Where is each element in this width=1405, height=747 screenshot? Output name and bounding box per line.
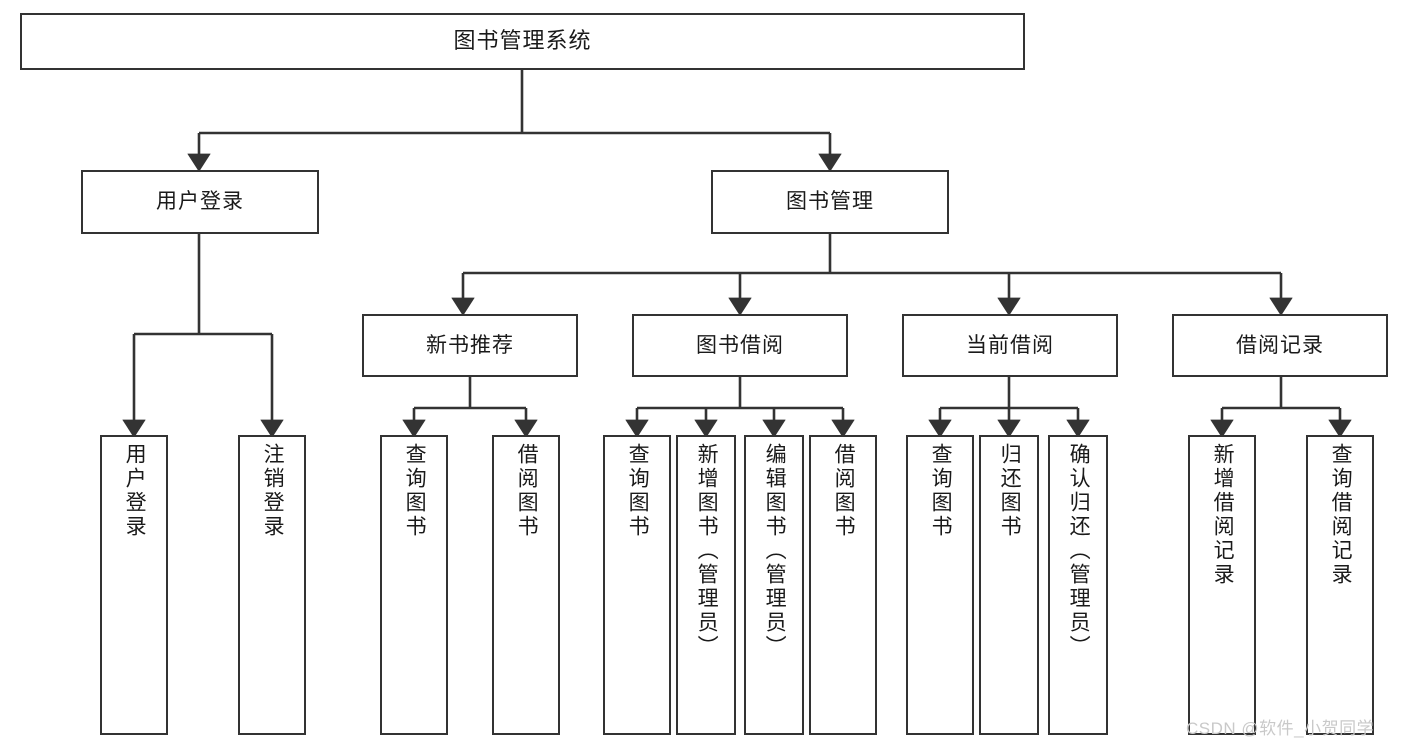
node-borrow-record[interactable]: 借阅记录: [1172, 314, 1388, 377]
node-label: 借阅图书: [515, 443, 539, 539]
node-label: 查询图书: [626, 443, 650, 539]
node-book-management[interactable]: 图书管理: [711, 170, 949, 234]
node-label: 用户登录: [156, 190, 244, 214]
leaf-query-book-recommend[interactable]: 查询图书: [380, 435, 448, 735]
node-root-book-management-system[interactable]: 图书管理系统: [20, 13, 1025, 70]
leaf-borrow-book-recommend[interactable]: 借阅图书: [492, 435, 560, 735]
node-label: 当前借阅: [966, 333, 1054, 357]
leaf-edit-book-admin[interactable]: 编辑图书（管理员）: [744, 435, 804, 735]
node-label: 新增借阅记录: [1211, 443, 1235, 587]
node-label: 查询借阅记录: [1329, 443, 1353, 587]
leaf-add-book-admin[interactable]: 新增图书（管理员）: [676, 435, 736, 735]
node-label: 归还图书: [998, 443, 1022, 539]
node-current-borrow[interactable]: 当前借阅: [902, 314, 1118, 377]
leaf-query-borrow-record[interactable]: 查询借阅记录: [1306, 435, 1374, 735]
node-label: 图书管理系统: [453, 28, 592, 54]
node-user-login[interactable]: 用户登录: [81, 170, 319, 234]
node-label: 新增图书（管理员）: [695, 443, 719, 659]
leaf-borrow-book[interactable]: 借阅图书: [809, 435, 877, 735]
node-label: 用户登录: [123, 443, 147, 539]
leaf-confirm-return-admin[interactable]: 确认归还（管理员）: [1048, 435, 1108, 735]
node-label: 新书推荐: [426, 333, 514, 357]
node-label: 注销登录: [261, 443, 285, 539]
node-label: 借阅记录: [1236, 333, 1324, 357]
node-label: 图书管理: [786, 190, 874, 214]
node-label: 图书借阅: [696, 333, 784, 357]
node-label: 借阅图书: [832, 443, 856, 539]
leaf-logout[interactable]: 注销登录: [238, 435, 306, 735]
csdn-watermark: CSDN @软件_小贺同学: [1186, 719, 1375, 738]
node-label: 查询图书: [403, 443, 427, 539]
leaf-query-book-current[interactable]: 查询图书: [906, 435, 974, 735]
node-label: 查询图书: [929, 443, 953, 539]
leaf-add-borrow-record[interactable]: 新增借阅记录: [1188, 435, 1256, 735]
leaf-user-login[interactable]: 用户登录: [100, 435, 168, 735]
leaf-query-book-borrow[interactable]: 查询图书: [603, 435, 671, 735]
node-book-borrow[interactable]: 图书借阅: [632, 314, 848, 377]
leaf-return-book[interactable]: 归还图书: [979, 435, 1039, 735]
node-label: 确认归还（管理员）: [1067, 443, 1091, 659]
node-new-book-recommendation[interactable]: 新书推荐: [362, 314, 578, 377]
node-label: 编辑图书（管理员）: [763, 443, 787, 659]
